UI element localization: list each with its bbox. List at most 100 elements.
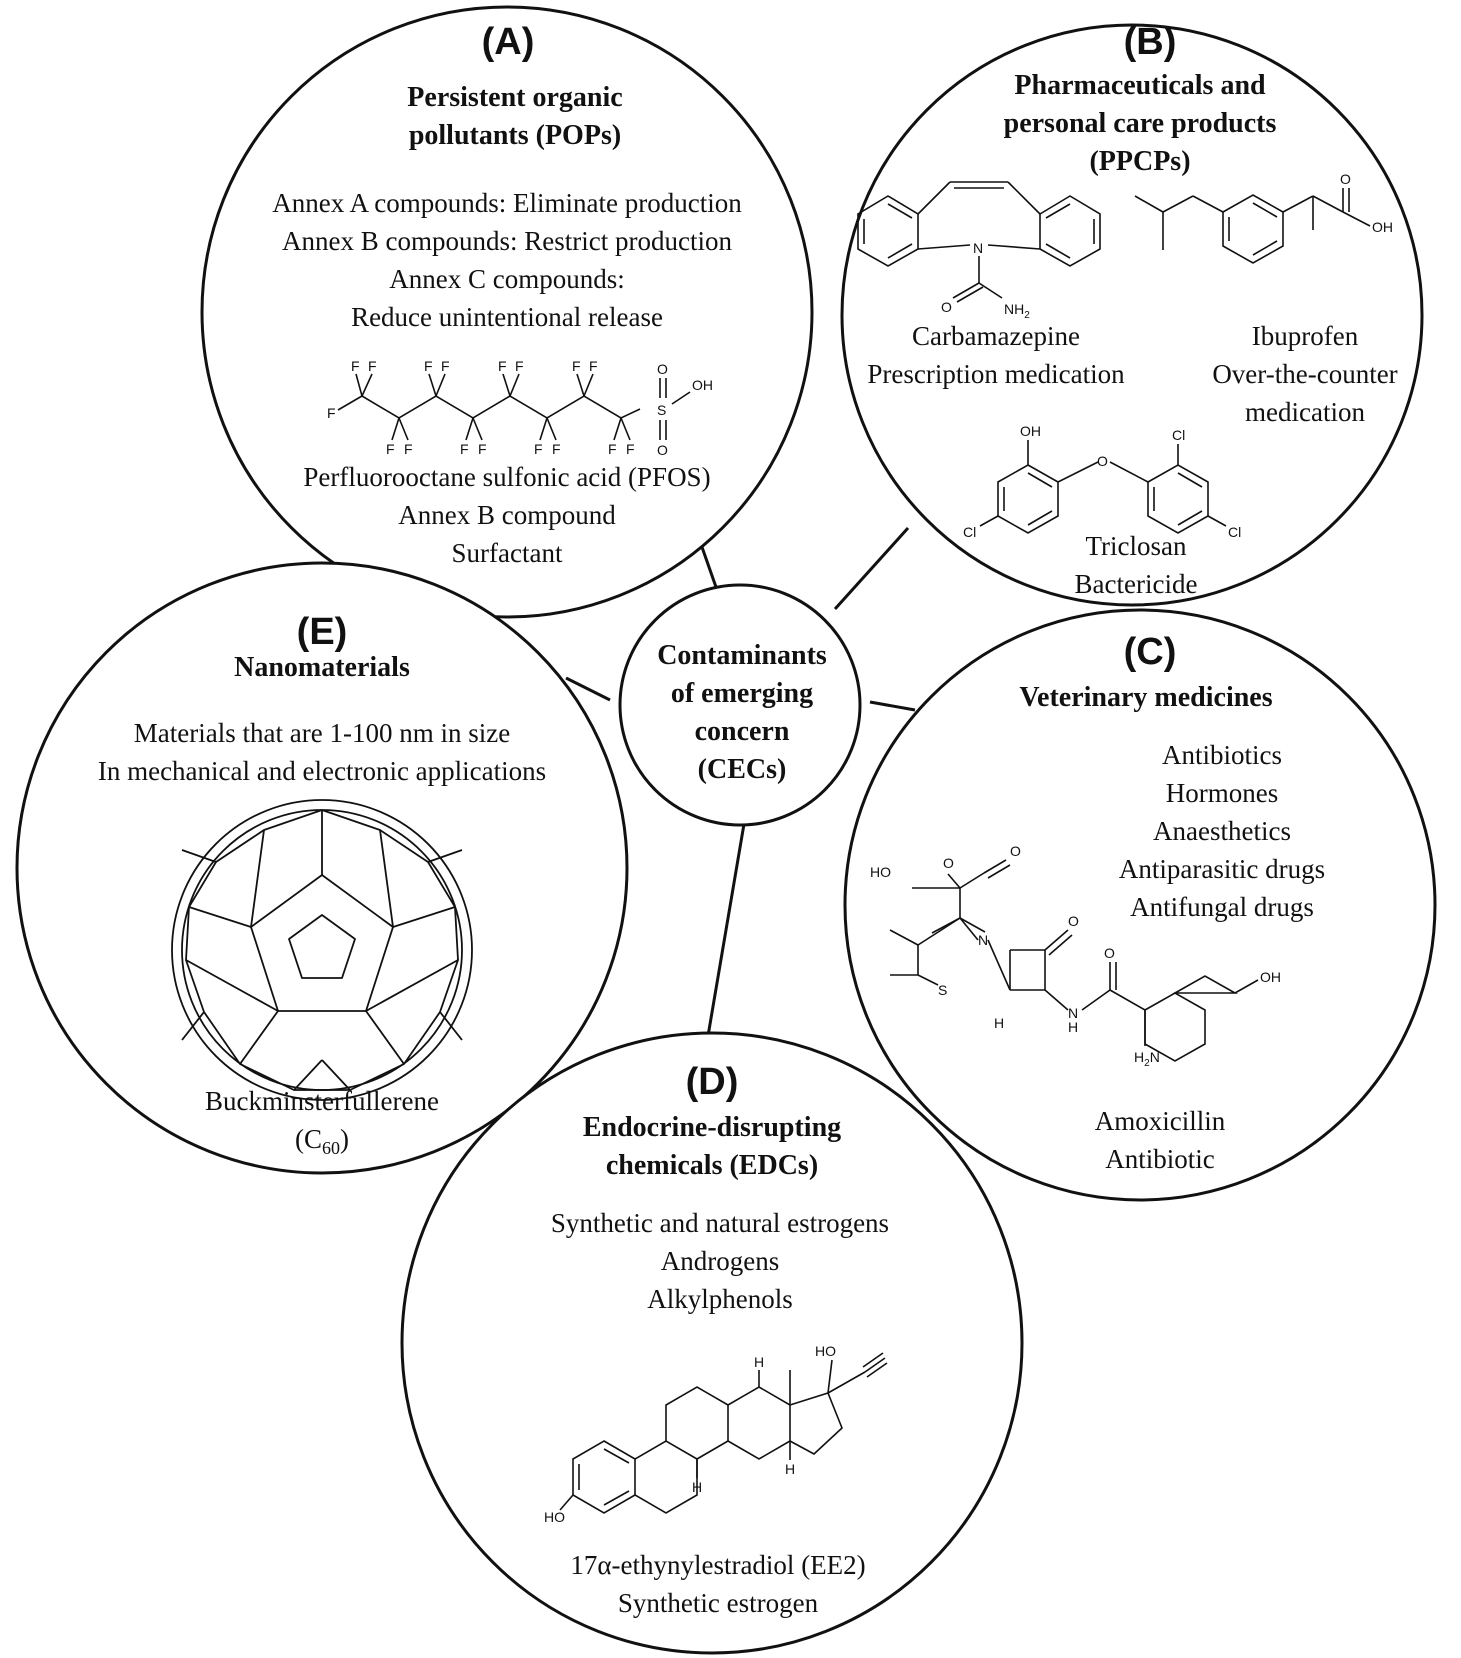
amoxicillin-name: Amoxicillin (1095, 1106, 1226, 1136)
connector-e (565, 676, 611, 702)
panel-a-body-line-2: Annex B compounds: Restrict production (282, 226, 732, 256)
ee2-name: 17α-ethynylestradiol (EE2) (570, 1550, 865, 1580)
fullerene-formula: (C60) (295, 1124, 349, 1158)
ibuprofen-use-line-1: Over-the-counter (1212, 359, 1397, 389)
panel-e-heading: Nanomaterials (234, 652, 410, 683)
pfos-atom-f: F (515, 358, 524, 374)
pfos-atom-f: F (626, 441, 635, 457)
pfos-atom-f: F (351, 358, 360, 374)
panel-d-letter: (D) (686, 1061, 739, 1103)
panel-e: (E) Nanomaterials Materials that are 1-1… (15, 561, 629, 1175)
ee2-atom-ho: HO (544, 1509, 565, 1525)
panel-a-letter: (A) (482, 21, 535, 63)
panel-c-heading: Veterinary medicines (1019, 682, 1272, 713)
carbamazepine-atom-o: O (941, 299, 952, 315)
panel-c-circle (843, 608, 1437, 1202)
panel-d-body-line-2: Androgens (661, 1246, 779, 1276)
panel-a-caption-line-2: Annex B compound (398, 500, 616, 530)
center-label-line-1: Contaminants (657, 640, 827, 671)
pfos-atom-s: S (657, 402, 666, 418)
ee2-atom-h: H (785, 1461, 795, 1477)
ibuprofen-structure: O OH (1134, 171, 1393, 264)
panel-a-circle (200, 5, 814, 619)
amoxicillin-atom-o: O (1068, 913, 1079, 929)
carbamazepine-atom-nh2: NH2 (1004, 301, 1030, 321)
panel-d-heading-line-1: Endocrine-disrupting (583, 1112, 841, 1143)
pfos-structure: F F F F F F F F F F F F F F F F F S O O … (327, 358, 713, 458)
fullerene-structure (171, 799, 473, 1101)
panel-a-body-line-1: Annex A compounds: Eliminate production (272, 188, 742, 218)
ee2-atom-h: H (754, 1354, 764, 1370)
panel-d-body-line-3: Alkylphenols (647, 1284, 793, 1314)
pfos-atom-f: F (441, 358, 450, 374)
amoxicillin-atom-o: O (1010, 843, 1021, 859)
panel-c-body-line-1: Antibiotics (1162, 740, 1282, 770)
triclosan-structure: OH O Cl Cl Cl (963, 423, 1241, 540)
panel-e-body-line-2: In mechanical and electronic application… (98, 756, 546, 786)
panel-a-caption-line-1: Perfluorooctane sulfonic acid (PFOS) (303, 462, 710, 492)
panel-b-heading-line-2: personal care products (1004, 108, 1277, 139)
triclosan-use: Bactericide (1075, 569, 1198, 599)
carbamazepine-atom-n: N (973, 240, 983, 256)
center-circle (618, 583, 862, 827)
triclosan-atom-cl: Cl (1228, 524, 1241, 540)
carbamazepine-use: Prescription medication (867, 359, 1125, 389)
panel-e-letter: (E) (297, 611, 348, 653)
ee2-use: Synthetic estrogen (618, 1588, 819, 1618)
ibuprofen-name: Ibuprofen (1252, 321, 1359, 351)
center-node: Contaminants of emerging concern (CECs) (618, 583, 862, 827)
pfos-atom-f: F (478, 441, 487, 457)
amoxicillin-atom-o: O (943, 855, 954, 871)
panel-c-body-line-5: Antifungal drugs (1130, 892, 1314, 922)
pfos-atom-f: F (404, 441, 413, 457)
amoxicillin-atom-ho: HO (870, 864, 891, 880)
ibuprofen-atom-oh: OH (1372, 219, 1393, 235)
pfos-atom-f: F (498, 358, 507, 374)
ee2-atom-h: H (692, 1479, 702, 1495)
pfos-atom-o: O (657, 361, 668, 377)
connector-d (706, 823, 746, 1037)
amoxicillin-atom-h2n: H2N (1134, 1049, 1160, 1069)
panel-d-heading-line-2: chemicals (EDCs) (606, 1150, 818, 1181)
panel-c-body-line-4: Antiparasitic drugs (1119, 854, 1325, 884)
pfos-atom-f: F (386, 441, 395, 457)
amoxicillin-atom-s: S (938, 982, 947, 998)
panel-a-body-line-4: Reduce unintentional release (351, 302, 663, 332)
triclosan-name: Triclosan (1085, 531, 1187, 561)
amoxicillin-atom-o: O (1104, 945, 1115, 961)
panel-d: (D) Endocrine-disrupting chemicals (EDCs… (400, 1031, 1024, 1655)
connector-c (869, 700, 916, 712)
triclosan-atom-cl: Cl (963, 524, 976, 540)
pfos-sulfonyl-bonds (659, 378, 691, 440)
panel-d-circle (400, 1031, 1024, 1655)
panel-a: (A) Persistent organic pollutants (POPs)… (200, 5, 814, 619)
pfos-fluorine-bonds (337, 373, 631, 441)
panel-c-body-line-3: Anaesthetics (1153, 816, 1291, 846)
triclosan-atom-oh: OH (1020, 423, 1041, 439)
carbamazepine-structure: N O NH2 (857, 181, 1101, 321)
amoxicillin-use: Antibiotic (1105, 1144, 1215, 1174)
pfos-atom-f: F (424, 358, 433, 374)
panel-b-circle (840, 23, 1424, 607)
panel-a-heading-line-2: pollutants (POPs) (409, 120, 621, 151)
ethynylestradiol-structure: HO HO H H H (544, 1343, 888, 1525)
pfos-atom-oh: OH (692, 377, 713, 393)
panel-b-letter: (B) (1124, 21, 1177, 63)
panel-b-heading-line-3: (PPCPs) (1089, 146, 1190, 177)
connector-b (833, 526, 910, 611)
carbamazepine-name: Carbamazepine (912, 321, 1080, 351)
panel-a-caption-line-3: Surfactant (452, 538, 563, 568)
panel-a-body-line-3: Annex C compounds: (389, 264, 625, 294)
panel-b: (B) Pharmaceuticals and personal care pr… (840, 21, 1424, 607)
pfos-atom-f: F (589, 358, 598, 374)
panel-c: (C) Veterinary medicines Antibiotics Hor… (843, 608, 1437, 1202)
pfos-atom-f: F (572, 358, 581, 374)
pfos-atom-f: F (368, 358, 377, 374)
center-label-line-4: (CECs) (698, 754, 787, 785)
pfos-atom-o: O (657, 442, 668, 458)
amoxicillin-atom-n: N (978, 932, 988, 948)
panel-d-body-line-1: Synthetic and natural estrogens (551, 1208, 889, 1238)
